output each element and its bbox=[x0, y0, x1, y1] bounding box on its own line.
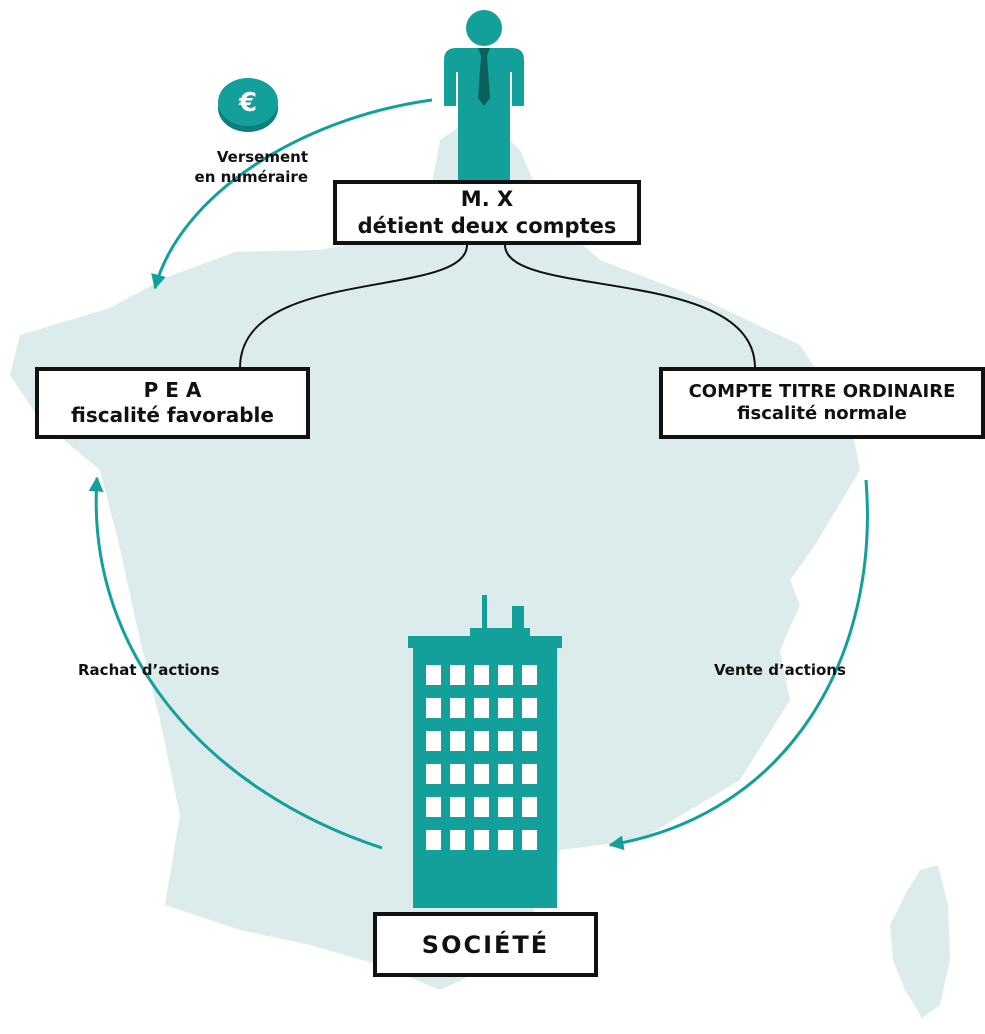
building-window bbox=[426, 797, 441, 817]
company-title: SOCIÉTÉ bbox=[421, 930, 550, 959]
building-window bbox=[498, 698, 513, 718]
building-window bbox=[522, 797, 537, 817]
euro-coin-icon: € bbox=[218, 78, 278, 132]
sale-flow-label: Vente d’actions bbox=[714, 661, 846, 679]
building-window bbox=[474, 731, 489, 751]
cash-flow-arrow bbox=[151, 98, 433, 290]
company-box: SOCIÉTÉ bbox=[373, 912, 598, 977]
sale-flow-arrow bbox=[608, 479, 869, 851]
building-window bbox=[474, 797, 489, 817]
corsica-map bbox=[890, 865, 950, 1018]
building-window bbox=[426, 698, 441, 718]
building-window bbox=[498, 731, 513, 751]
owner-box: M. X détient deux comptes bbox=[333, 180, 641, 245]
building-window bbox=[450, 830, 465, 850]
link-to-pea bbox=[239, 244, 468, 369]
building-window bbox=[450, 764, 465, 784]
building-window bbox=[450, 797, 465, 817]
pea-box: P E A fiscalité favorable bbox=[35, 367, 310, 439]
cto-box: COMPTE TITRE ORDINAIRE fiscalité normale bbox=[659, 367, 985, 439]
building-window bbox=[522, 731, 537, 751]
building-window bbox=[474, 665, 489, 685]
cash-flow-label: Versement en numéraire bbox=[184, 148, 308, 187]
cto-subtitle: fiscalité normale bbox=[737, 403, 907, 424]
pea-subtitle: fiscalité favorable bbox=[71, 403, 274, 427]
building-window bbox=[426, 665, 441, 685]
businessman-icon bbox=[444, 10, 524, 180]
pea-title: P E A bbox=[143, 378, 202, 402]
office-building-icon bbox=[408, 595, 562, 908]
building-window bbox=[498, 665, 513, 685]
link-to-cto bbox=[504, 244, 756, 369]
building-window bbox=[474, 764, 489, 784]
building-window bbox=[426, 830, 441, 850]
building-window bbox=[522, 764, 537, 784]
france-map bbox=[10, 112, 860, 990]
euro-symbol: € bbox=[238, 88, 257, 118]
building-window bbox=[426, 731, 441, 751]
building-window bbox=[522, 665, 537, 685]
building-window bbox=[474, 830, 489, 850]
building-window bbox=[474, 698, 489, 718]
cto-title: COMPTE TITRE ORDINAIRE bbox=[688, 380, 956, 402]
building-window bbox=[450, 698, 465, 718]
building-window bbox=[450, 731, 465, 751]
owner-subtitle: détient deux comptes bbox=[357, 213, 617, 238]
building-window bbox=[522, 698, 537, 718]
building-window bbox=[498, 797, 513, 817]
cash-flow-label-line1: Versement bbox=[216, 148, 308, 166]
building-window bbox=[450, 665, 465, 685]
buyback-flow-arrow bbox=[88, 476, 383, 850]
owner-title: M. X bbox=[460, 187, 514, 212]
building-window bbox=[498, 830, 513, 850]
building-window bbox=[522, 830, 537, 850]
cash-flow-label-line2: en numéraire bbox=[194, 167, 308, 186]
buyback-flow-label: Rachat d’actions bbox=[78, 661, 220, 679]
building-window bbox=[498, 764, 513, 784]
building-window bbox=[426, 764, 441, 784]
